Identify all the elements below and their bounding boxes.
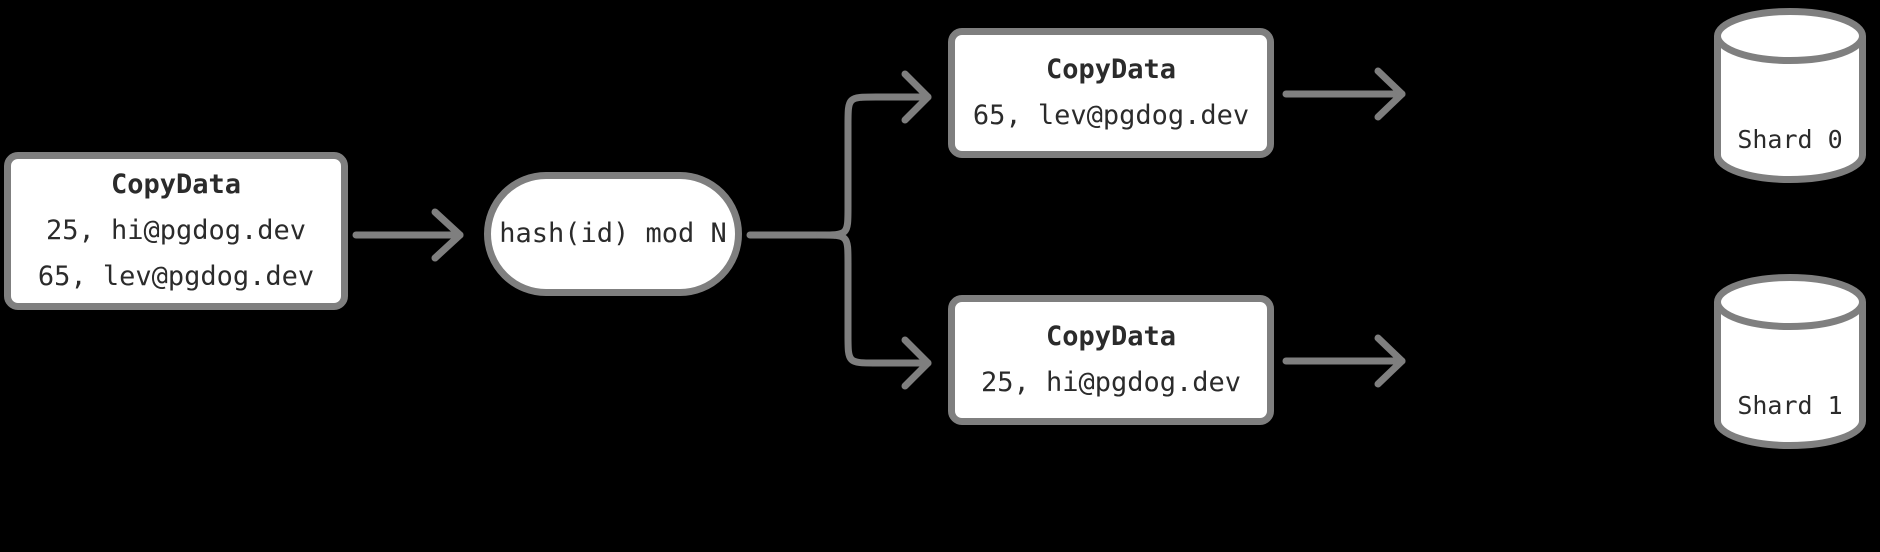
edge-source-to-hash xyxy=(352,208,464,262)
node-shard1-label: Shard 1 xyxy=(1737,391,1843,420)
node-copydata-shard0[interactable]: CopyData 65, lev@pgdog.dev xyxy=(948,28,1274,158)
node-copy-bottom-row-0: 25, hi@pgdog.dev xyxy=(980,367,1242,398)
node-source-title: CopyData xyxy=(110,169,242,200)
edge-copy-bottom-to-shard1 xyxy=(1282,334,1406,388)
node-copy-top-row-0: 65, lev@pgdog.dev xyxy=(972,100,1250,131)
edge-copy-top-to-shard0 xyxy=(1282,67,1406,121)
node-source-row-0: 25, hi@pgdog.dev xyxy=(45,215,307,246)
database-cylinder-icon xyxy=(1714,8,1866,183)
node-source-row-1: 65, lev@pgdog.dev xyxy=(37,261,315,292)
node-shard0-database[interactable]: Shard 0 xyxy=(1714,8,1866,183)
node-shard0-label: Shard 0 xyxy=(1737,125,1843,154)
node-shard1-database[interactable]: Shard 1 xyxy=(1714,274,1866,449)
node-copy-top-title: CopyData xyxy=(1045,54,1177,85)
edge-hash-to-copy-bottom xyxy=(816,231,932,390)
node-hash-function[interactable]: hash(id) mod N xyxy=(484,172,742,296)
node-source-copydata[interactable]: CopyData 25, hi@pgdog.dev 65, lev@pgdog.… xyxy=(4,152,348,310)
node-hash-label: hash(id) mod N xyxy=(499,218,727,249)
edge-hash-to-copy-top xyxy=(816,70,932,239)
node-copy-bottom-title: CopyData xyxy=(1045,321,1177,352)
database-cylinder-icon xyxy=(1714,274,1866,449)
node-copydata-shard1[interactable]: CopyData 25, hi@pgdog.dev xyxy=(948,295,1274,425)
